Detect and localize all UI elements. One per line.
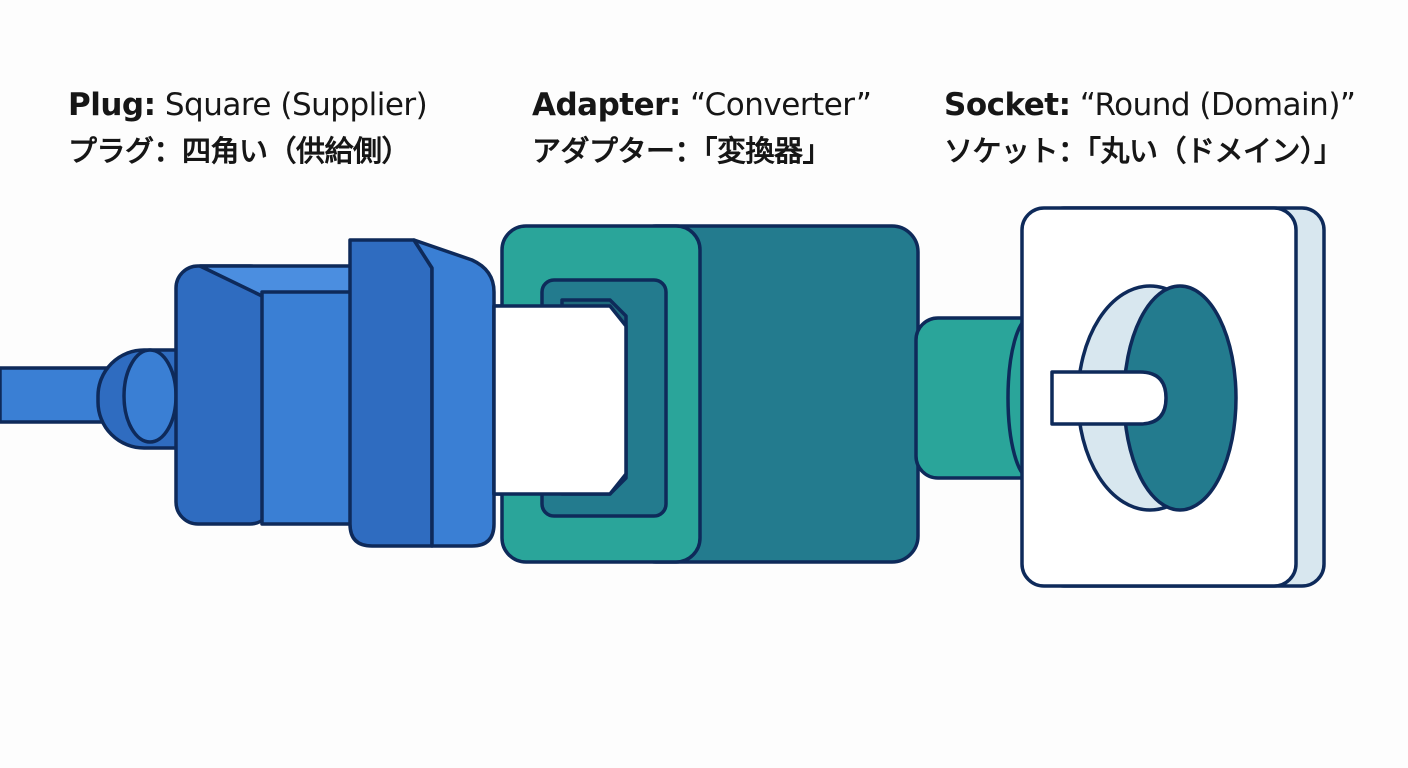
plug-body-side — [174, 264, 274, 526]
plug-label-value: Square (Supplier) — [155, 87, 428, 123]
adapter-label: Adapter: “Converter” アダプター：「変換器」 — [532, 82, 872, 174]
adapter-label-value: “Converter” — [680, 87, 872, 123]
plug-label: Plug: Square (Supplier) プラグ：四角い（供給側） — [68, 82, 428, 174]
adapter-label-jp: アダプター：「変換器」 — [532, 134, 832, 168]
socket-label-en: Socket: “Round (Domain)” — [944, 82, 1356, 128]
plug-label-en: Plug: Square (Supplier) — [68, 82, 428, 128]
plug-flange-side — [348, 238, 434, 548]
plug-strain-relief-ring — [122, 348, 178, 444]
socket-pin-entry — [1050, 370, 1168, 426]
plug-flange-front — [412, 238, 496, 548]
plug-label-key: Plug: — [68, 87, 156, 123]
socket-label: Socket: “Round (Domain)” ソケット：「丸い（ドメイン）」 — [944, 82, 1356, 174]
socket-label-value: “Round (Domain)” — [1070, 87, 1356, 123]
plug-pin-inserted — [492, 304, 628, 496]
adapter-label-en: Adapter: “Converter” — [532, 82, 872, 128]
socket-label-key: Socket: — [944, 87, 1071, 123]
socket-label-jp: ソケット：「丸い（ドメイン）」 — [944, 134, 1343, 168]
adapter-label-key: Adapter: — [532, 87, 681, 123]
plug-label-jp: プラグ：四角い（供給側） — [68, 134, 411, 168]
